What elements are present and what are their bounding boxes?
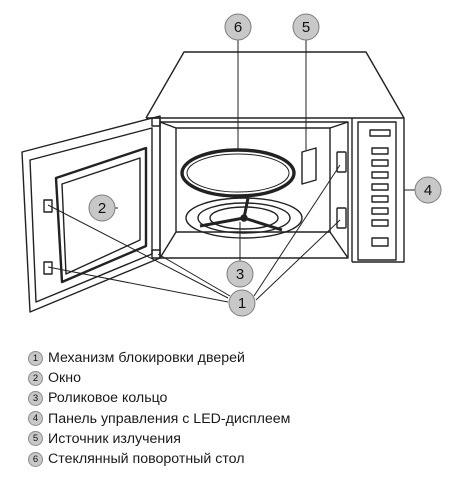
legend-number: 1 <box>28 350 43 366</box>
svg-text:2: 2 <box>98 200 106 217</box>
svg-text:4: 4 <box>424 182 432 199</box>
legend-label: Источник излучения <box>48 430 181 447</box>
cavity-inner <box>175 127 331 233</box>
leader-1d <box>253 164 341 297</box>
legend-number: 3 <box>28 390 43 406</box>
leader-1c <box>157 253 231 297</box>
svg-text:5: 5 <box>302 19 310 36</box>
glass-turntable <box>180 148 296 198</box>
latch-lower <box>336 207 347 229</box>
callout-2: 2 <box>88 194 116 222</box>
legend-item: 2 Окно <box>28 368 290 388</box>
svg-text:3: 3 <box>236 266 244 283</box>
legend-item: 4 Панель управления с LED-дисплеем <box>28 409 290 429</box>
legend-number: 4 <box>28 411 43 427</box>
legend-number: 5 <box>28 431 43 447</box>
svg-text:6: 6 <box>234 19 242 36</box>
legend: 1 Механизм блокировки дверей 2 Окно 3 Ро… <box>28 348 290 469</box>
microwave-diagram: 6 5 4 3 2 1 <box>21 13 442 317</box>
callout-5: 5 <box>292 13 320 41</box>
leader-1b <box>47 266 229 303</box>
latch-upper <box>336 151 347 173</box>
roller-ring <box>185 197 303 239</box>
legend-label: Стеклянный поворотный стол <box>48 451 245 468</box>
callout-1: 1 <box>228 289 256 317</box>
control-panel <box>357 121 397 261</box>
svg-text:1: 1 <box>238 295 246 312</box>
legend-label: Механизм блокировки дверей <box>48 350 245 367</box>
legend-number: 6 <box>28 451 43 467</box>
leader-1e <box>255 219 341 301</box>
legend-label: Панель управления с LED-дисплеем <box>48 410 291 427</box>
callout-4: 4 <box>414 176 442 204</box>
legend-item: 5 Источник излучения <box>28 429 290 449</box>
legend-number: 2 <box>28 370 43 386</box>
waveguide-cover <box>301 147 317 185</box>
callout-6: 6 <box>224 13 252 41</box>
housing-top <box>145 51 405 119</box>
legend-item: 6 Стеклянный поворотный стол <box>28 449 290 469</box>
legend-item: 1 Механизм блокировки дверей <box>28 348 290 368</box>
legend-item: 3 Роликовое кольцо <box>28 388 290 408</box>
door-window <box>54 146 148 284</box>
callout-3: 3 <box>226 260 254 288</box>
legend-label: Окно <box>48 370 81 387</box>
legend-label: Роликовое кольцо <box>48 390 168 407</box>
leader-1a <box>47 204 229 299</box>
